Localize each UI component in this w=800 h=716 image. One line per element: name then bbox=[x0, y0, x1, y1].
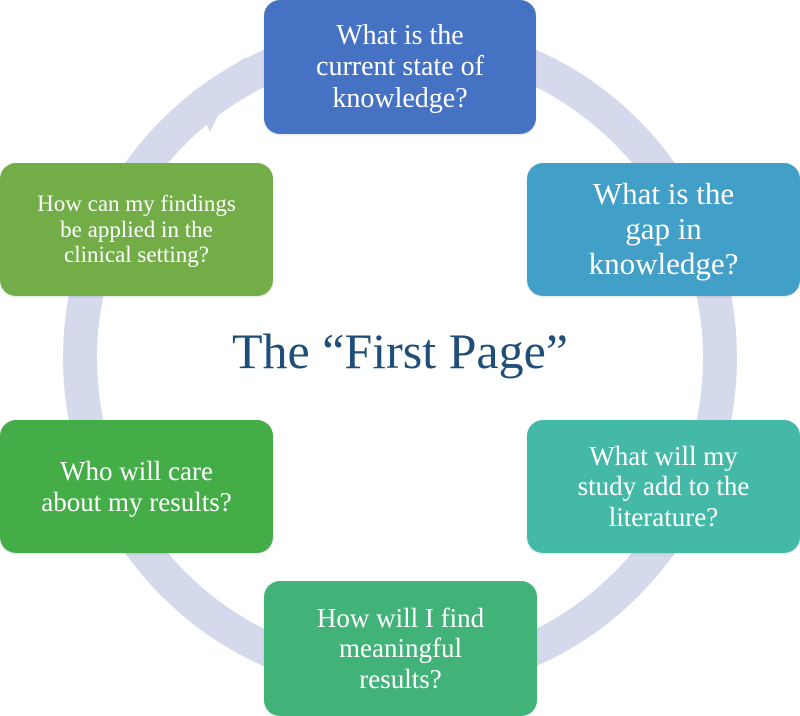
step-study-contribution: What will my study add to the literature… bbox=[527, 420, 800, 553]
step-clinical-application-label: How can my findings be applied in the cl… bbox=[37, 190, 236, 268]
step-knowledge-gap-label: What is the gap in knowledge? bbox=[588, 176, 739, 281]
step-current-state-label: What is the current state of knowledge? bbox=[316, 19, 484, 114]
step-study-contribution-label: What will my study add to the literature… bbox=[577, 441, 750, 532]
step-audience: Who will care about my results? bbox=[0, 420, 273, 553]
step-clinical-application: How can my findings be applied in the cl… bbox=[0, 163, 273, 296]
step-current-state: What is the current state of knowledge? bbox=[264, 0, 536, 134]
step-audience-label: Who will care about my results? bbox=[41, 456, 232, 517]
diagram-title: The “First Page” bbox=[231, 323, 568, 379]
step-knowledge-gap: What is the gap in knowledge? bbox=[527, 163, 800, 296]
cycle-arrow-head-icon bbox=[192, 57, 246, 132]
step-meaningful-results-label: How will I find meaningful results? bbox=[316, 603, 485, 694]
step-meaningful-results: How will I find meaningful results? bbox=[264, 581, 537, 716]
